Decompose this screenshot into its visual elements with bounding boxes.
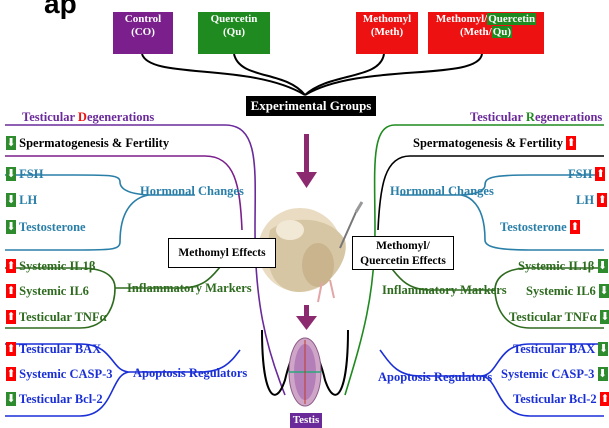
title-fragment: ap	[44, 0, 77, 20]
left-tnfa: ⬆ Testicular TNFα	[6, 310, 107, 324]
down-arrow-icon: ⬇	[599, 284, 609, 298]
up-arrow-icon: ⬆	[566, 136, 576, 150]
up-arrow-icon: ⬆	[595, 167, 605, 181]
up-arrow-icon: ⬆	[570, 220, 580, 234]
testis-label: Testis	[290, 413, 322, 428]
group-methomyl-name: Methomyl	[359, 13, 415, 26]
right-casp3: Systemic CASP-3 ⬇	[501, 367, 608, 381]
right-spermatogenesis: Spermatogenesis & Fertility ⬆	[413, 136, 576, 150]
up-arrow-icon: ⬆	[597, 193, 607, 207]
methomyl-quercetin-effects-box: Methomyl/ Quercetin Effects	[352, 236, 454, 270]
right-tnfa: Testicular TNFα ⬇	[509, 310, 609, 324]
left-testosterone: ⬇ Testosterone	[6, 220, 86, 234]
left-bax: ⬆ Testicular BAX	[6, 342, 101, 356]
down-arrow-icon: ⬇	[598, 342, 608, 356]
right-hormonal-changes: Hormonal Changes	[390, 184, 494, 198]
group-methomyl-quercetin: Methomyl/Quercetin (Meth/Qu)	[428, 12, 544, 54]
down-arrow-icon: ⬇	[600, 310, 609, 324]
right-apoptosis-regulators: Apoptosis Regulators	[378, 370, 492, 384]
down-arrow-icon: ⬇	[6, 193, 16, 207]
left-hormonal-changes: Hormonal Changes	[140, 184, 244, 198]
down-arrow-icon: ⬇	[598, 259, 608, 273]
up-arrow-icon: ⬆	[600, 392, 609, 406]
right-inflammatory-markers: Inflammatory Markers	[382, 283, 507, 297]
group-connectors	[142, 54, 482, 95]
testis-illustration	[289, 338, 321, 406]
methomyl-effects-box: Methomyl Effects	[168, 238, 276, 268]
group-meth-qu-name: Methomyl/Quercetin	[431, 13, 541, 26]
left-apoptosis-regulators: Apoptosis Regulators	[133, 366, 247, 380]
left-fsh: ⬇ FSH	[6, 167, 43, 181]
right-lh: LH ⬆	[576, 193, 607, 207]
down-arrow-icon: ⬇	[6, 136, 16, 150]
group-quercetin: Quercetin (Qu)	[198, 12, 270, 54]
up-arrow-icon: ⬆	[6, 342, 16, 356]
right-bax: Testicular BAX ⬇	[513, 342, 608, 356]
group-control-name: Control	[116, 13, 170, 26]
right-il1b: Systemic IL1β ⬇	[518, 259, 608, 273]
right-testosterone: Testosterone ⬆	[500, 220, 580, 234]
right-testicular-regenerations: Testicular Regenerations	[470, 110, 602, 124]
down-arrow-icon: ⬇	[6, 167, 16, 181]
left-bcl2: ⬇ Testicular Bcl-2	[6, 392, 103, 406]
right-fsh: FSH ⬆	[568, 167, 605, 181]
experimental-groups-box: Experimental Groups	[246, 96, 376, 116]
left-spermatogenesis: ⬇ Spermatogenesis & Fertility	[6, 136, 169, 150]
left-il1b: ⬆ Systemic IL1β	[6, 259, 96, 273]
group-meth-qu-abbr: (Meth/Qu)	[431, 26, 541, 39]
left-inflammatory-markers: Inflammatory Markers	[127, 281, 252, 295]
up-arrow-icon: ⬆	[6, 284, 16, 298]
group-methomyl-abbr: (Meth)	[359, 26, 415, 39]
right-bcl2: Testicular Bcl-2 ⬆	[513, 392, 609, 406]
group-quercetin-name: Quercetin	[201, 13, 267, 26]
up-arrow-icon: ⬆	[6, 367, 16, 381]
left-casp3: ⬆ Systemic CASP-3	[6, 367, 113, 381]
up-arrow-icon: ⬆	[6, 259, 16, 273]
down-arrow-icon: ⬇	[6, 220, 16, 234]
down-arrow-icon: ⬇	[6, 392, 16, 406]
group-methomyl: Methomyl (Meth)	[356, 12, 418, 54]
left-il6: ⬆ Systemic IL6	[6, 284, 89, 298]
group-control-abbr: (CO)	[116, 26, 170, 39]
right-il6: Systemic IL6 ⬇	[526, 284, 609, 298]
up-arrow-icon: ⬆	[6, 310, 16, 324]
group-control: Control (CO)	[113, 12, 173, 54]
group-quercetin-abbr: (Qu)	[201, 26, 267, 39]
left-lh: ⬇ LH	[6, 193, 37, 207]
down-arrow-icon: ⬇	[598, 367, 608, 381]
left-testicular-degenerations: Testicular Degenerations	[22, 110, 154, 124]
